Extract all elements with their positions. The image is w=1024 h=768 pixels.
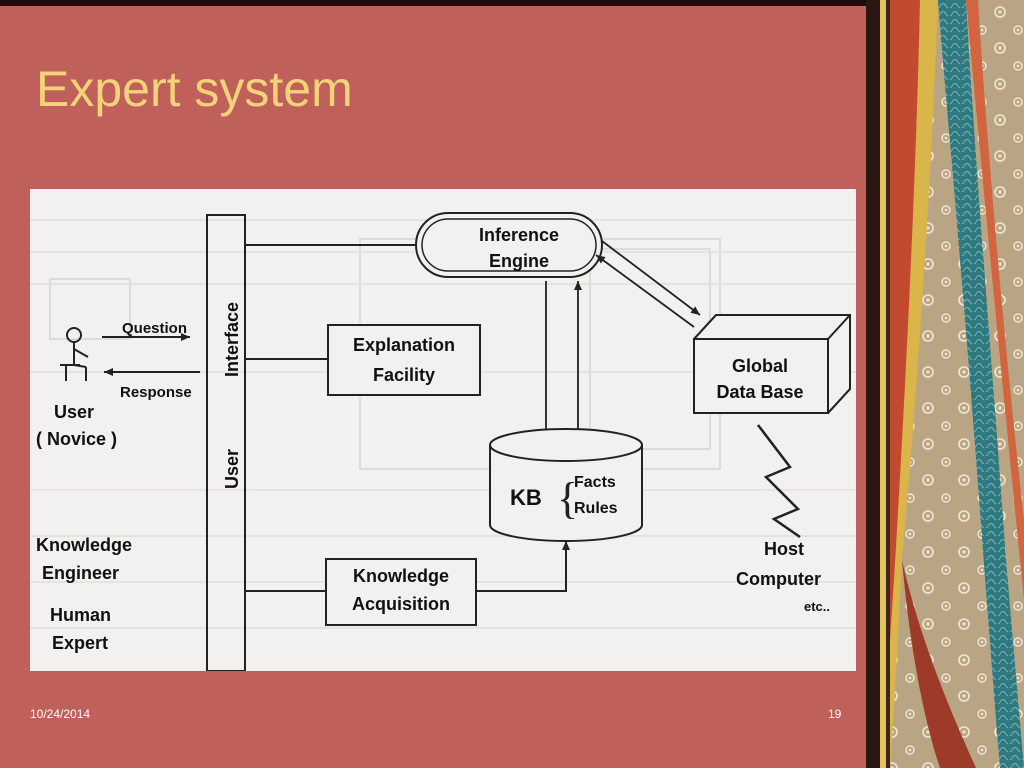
acquisition-label-1: Knowledge <box>353 566 449 586</box>
human-expert-label-2: Expert <box>52 633 108 653</box>
question-label: Question <box>122 320 187 337</box>
host-label-2: Computer <box>736 569 821 589</box>
knowledge-engineer-label-1: Knowledge <box>36 535 132 555</box>
interface-label: Interface <box>222 302 242 377</box>
slide-title: Expert system <box>36 61 353 117</box>
kb-cylinder <box>489 428 643 542</box>
knowledge-engineer-label-2: Engineer <box>42 563 119 583</box>
explanation-label-1: Explanation <box>353 335 455 355</box>
user-label: User <box>54 402 94 422</box>
top-frame-bar <box>0 0 880 6</box>
inference-label-2: Engine <box>489 251 549 271</box>
kb-brace: { <box>557 474 578 523</box>
host-link-lightning <box>757 424 801 539</box>
explanation-facility-box <box>327 324 481 396</box>
right-frame-border <box>866 0 880 768</box>
novice-label: ( Novice ) <box>36 429 117 449</box>
interface-bar <box>206 214 246 671</box>
slide-date: 10/24/2014 <box>30 707 91 721</box>
database-to-inference-arrow <box>595 254 695 328</box>
response-label: Response <box>120 384 192 401</box>
user-figure-icon <box>60 327 89 381</box>
explanation-label-2: Facility <box>373 365 435 385</box>
global-database-box <box>692 314 851 415</box>
decorative-side-panel <box>880 0 1024 768</box>
global-database-label-2: Data Base <box>716 382 803 402</box>
knowledge-acquisition-box <box>325 558 477 626</box>
global-database-label-1: Global <box>732 356 788 376</box>
inference-label-1: Inference <box>479 225 559 245</box>
rules-label: Rules <box>574 500 618 517</box>
facts-label: Facts <box>574 474 616 491</box>
human-expert-label-1: Human <box>50 605 111 625</box>
acquisition-to-kb-connector <box>476 541 570 592</box>
expert-system-diagram: User ( Novice ) Question Response Interf… <box>30 189 856 671</box>
acquisition-label-2: Acquisition <box>352 594 450 614</box>
host-etc-label: etc.. <box>804 599 830 614</box>
inference-to-database-arrow <box>601 240 701 316</box>
kb-label: KB <box>510 485 542 510</box>
inference-engine-inner <box>421 218 597 272</box>
slide-number: 19 <box>828 707 842 721</box>
host-label-1: Host <box>764 539 804 559</box>
user-bar-label: User <box>222 449 242 489</box>
